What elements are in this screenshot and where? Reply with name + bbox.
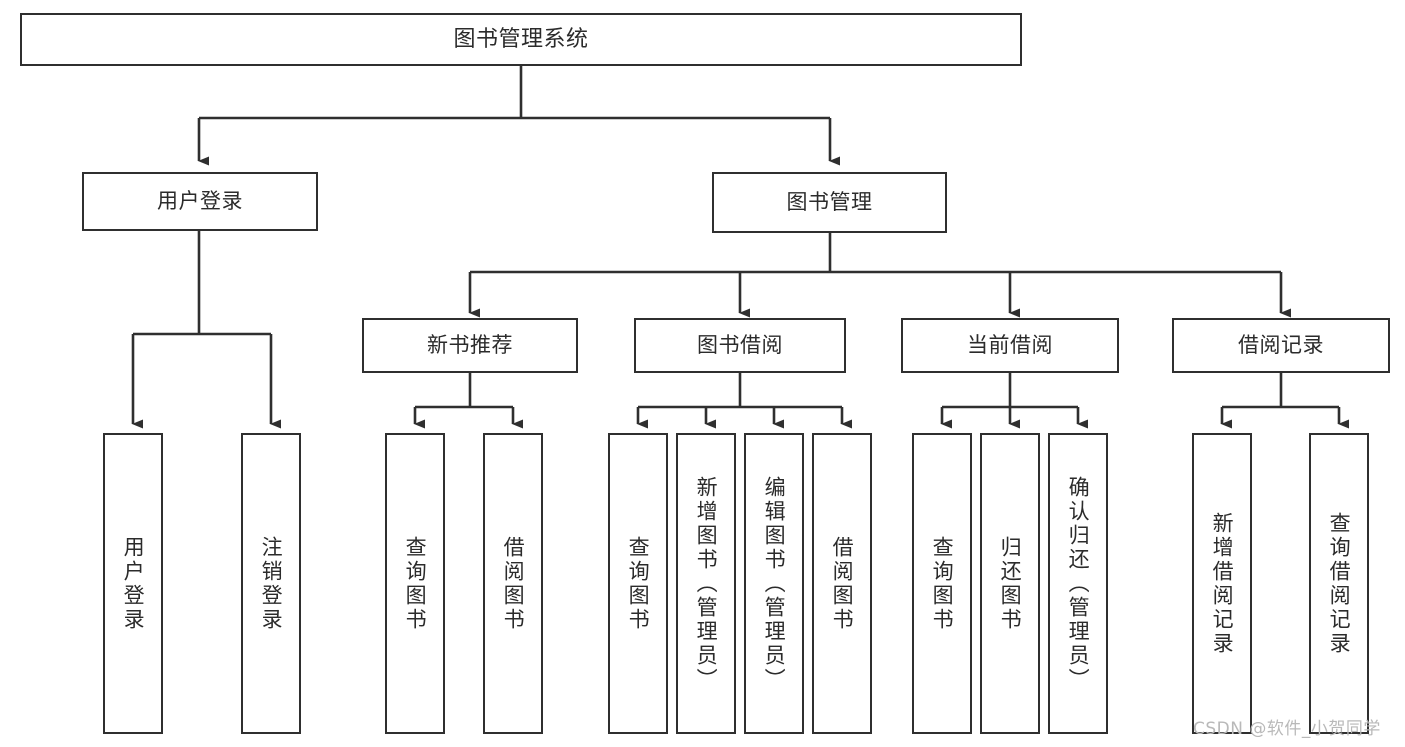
watermark: CSDN @软件_小贺同学 [1193, 719, 1381, 739]
node-leaf-user-logout[interactable]: 注销登录 [241, 433, 301, 734]
node-leaf-edit-book[interactable]: 编辑图书（管理员） [744, 433, 804, 734]
node-leaf-query-book-1[interactable]: 查询图书 [385, 433, 445, 734]
node-leaf-query-book-3[interactable]: 查询图书 [912, 433, 972, 734]
node-current-borrow[interactable]: 当前借阅 [901, 318, 1119, 373]
node-leaf-borrow-book-2[interactable]: 借阅图书 [812, 433, 872, 734]
node-book-manage[interactable]: 图书管理 [712, 172, 947, 233]
node-book-borrow[interactable]: 图书借阅 [634, 318, 846, 373]
node-leaf-query-record[interactable]: 查询借阅记录 [1309, 433, 1369, 734]
node-new-book-recommend[interactable]: 新书推荐 [362, 318, 578, 373]
node-leaf-query-book-2[interactable]: 查询图书 [608, 433, 668, 734]
node-borrow-record[interactable]: 借阅记录 [1172, 318, 1390, 373]
node-leaf-return-book[interactable]: 归还图书 [980, 433, 1040, 734]
node-leaf-user-login[interactable]: 用户登录 [103, 433, 163, 734]
node-leaf-add-record[interactable]: 新增借阅记录 [1192, 433, 1252, 734]
node-root[interactable]: 图书管理系统 [20, 13, 1022, 66]
node-leaf-confirm-return[interactable]: 确认归还（管理员） [1048, 433, 1108, 734]
node-leaf-borrow-book-1[interactable]: 借阅图书 [483, 433, 543, 734]
node-user-login[interactable]: 用户登录 [82, 172, 318, 231]
node-leaf-add-book[interactable]: 新增图书（管理员） [676, 433, 736, 734]
